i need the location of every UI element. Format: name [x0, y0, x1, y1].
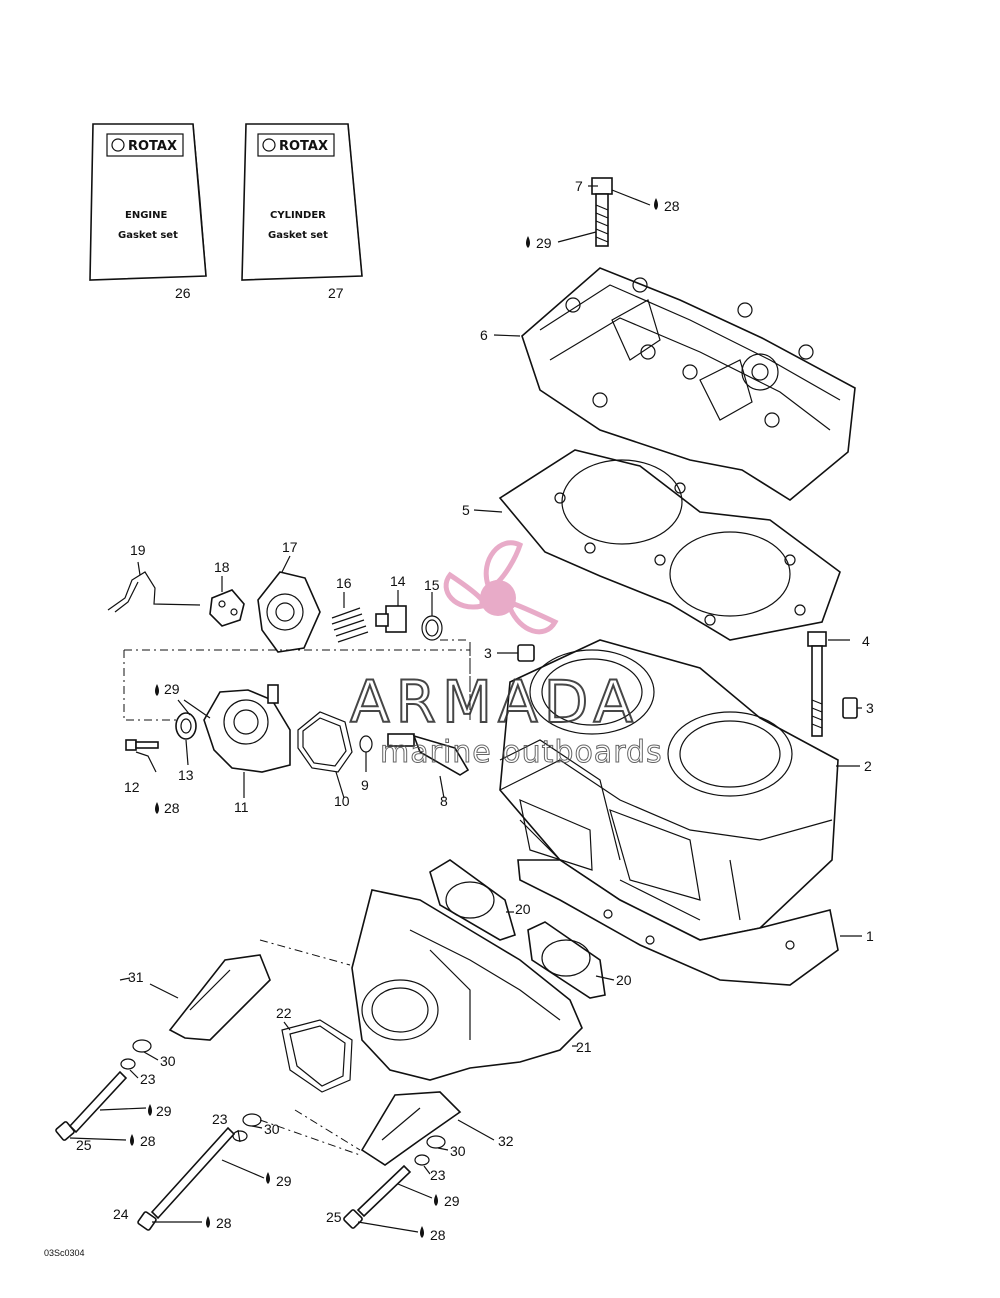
- cylinder-block: [499, 639, 839, 941]
- propeller-logo: [443, 540, 559, 635]
- callout-32: 32: [498, 1133, 514, 1149]
- callout-20: 20: [616, 972, 632, 988]
- valve-guide: [375, 605, 407, 633]
- callout-19: 19: [130, 542, 146, 558]
- valve-housing: [203, 684, 291, 773]
- valve-cover: [257, 571, 321, 653]
- kit-subtitle: Gasket set: [268, 230, 328, 241]
- callout-22: 22: [276, 1005, 292, 1021]
- kit-subtitle: Gasket set: [118, 230, 178, 241]
- watermark-tagline: marine outboards: [380, 735, 663, 770]
- callout-6: 6: [480, 327, 488, 343]
- kit-title: ENGINE: [125, 210, 167, 221]
- spring-clip: [107, 571, 201, 613]
- callout-29: 29: [536, 235, 552, 251]
- leader-lines: [69, 185, 862, 1233]
- callout-21: 21: [576, 1039, 592, 1055]
- spring: [331, 607, 369, 643]
- kit-brand: ROTAX: [279, 139, 328, 154]
- watermark: ARMADA marine outboards: [349, 540, 663, 771]
- manifold: [351, 889, 583, 1081]
- callout-29: 29: [156, 1103, 172, 1119]
- washer-ring: [359, 735, 373, 753]
- callout-labels: 7 28 29 6 5 4 3 3 2 1 19 18 17 16 14 15 …: [76, 178, 874, 1243]
- callout-16: 16: [336, 575, 352, 591]
- callout-29: 29: [164, 681, 180, 697]
- callout-28: 28: [664, 198, 680, 214]
- callout-28: 28: [164, 800, 180, 816]
- callout-3: 3: [484, 645, 492, 661]
- callout-25: 25: [76, 1137, 92, 1153]
- cylinder-bolt: [807, 631, 827, 737]
- screw: [125, 739, 159, 751]
- cylinder-head: [521, 267, 856, 501]
- manifold-gasket: [429, 859, 606, 999]
- cylinder-base-gasket: [517, 859, 839, 986]
- fitting-lever: [387, 733, 470, 776]
- callout-11: 11: [234, 799, 249, 815]
- callout-28: 28: [140, 1133, 156, 1149]
- engine-gasket-kit: ROTAX ENGINE Gasket set 26: [89, 123, 207, 301]
- callout-26: 26: [175, 285, 191, 301]
- callout-31: 31: [128, 969, 144, 985]
- callout-29: 29: [276, 1173, 292, 1189]
- kit-brand: ROTAX: [128, 139, 177, 154]
- kit-title: CYLINDER: [270, 210, 326, 221]
- callout-23: 23: [430, 1167, 446, 1183]
- callout-29: 29: [444, 1193, 460, 1209]
- seal: [175, 712, 197, 740]
- dowel-pin: [517, 644, 858, 719]
- exhaust-gasket: [281, 1019, 353, 1093]
- callout-1: 1: [866, 928, 874, 944]
- callout-4: 4: [862, 633, 870, 649]
- callout-9: 9: [361, 777, 369, 793]
- callout-15: 15: [424, 577, 440, 593]
- callout-2: 2: [864, 758, 872, 774]
- assembly-line: [123, 640, 471, 721]
- callout-20: 20: [515, 901, 531, 917]
- callout-12: 12: [124, 779, 140, 795]
- cylinder-head-bolt: [591, 177, 613, 247]
- callout-23: 23: [212, 1111, 228, 1127]
- callout-10: 10: [334, 793, 350, 809]
- manifold-bolt: [55, 1070, 412, 1231]
- oil-drop-icon: [130, 198, 658, 1238]
- cylinder-gasket-kit: ROTAX CYLINDER Gasket set 27: [241, 123, 363, 301]
- callout-30: 30: [450, 1143, 466, 1159]
- callout-30: 30: [264, 1121, 280, 1137]
- cylinder-head-gasket: [498, 449, 841, 641]
- callout-24: 24: [113, 1206, 129, 1222]
- o-ring: [421, 615, 443, 641]
- bracket: [168, 954, 462, 1166]
- callout-17: 17: [282, 539, 298, 555]
- callout-28: 28: [430, 1227, 446, 1243]
- callout-30: 30: [160, 1053, 176, 1069]
- assembly-line: [259, 939, 361, 1156]
- callout-7: 7: [575, 178, 583, 194]
- callout-3: 3: [866, 700, 874, 716]
- callout-13: 13: [178, 767, 194, 783]
- callout-8: 8: [440, 793, 448, 809]
- figure-code: 03Sc0304: [44, 1248, 85, 1258]
- housing-gasket: [297, 711, 353, 773]
- callout-18: 18: [214, 559, 230, 575]
- valve-piston: [209, 589, 245, 627]
- callout-28: 28: [216, 1215, 232, 1231]
- watermark-brand: ARMADA: [350, 668, 639, 736]
- callout-27: 27: [328, 285, 344, 301]
- callout-14: 14: [390, 573, 406, 589]
- callout-25: 25: [326, 1209, 342, 1225]
- callout-5: 5: [462, 502, 470, 518]
- callout-23: 23: [140, 1071, 156, 1087]
- washer: [120, 1039, 446, 1166]
